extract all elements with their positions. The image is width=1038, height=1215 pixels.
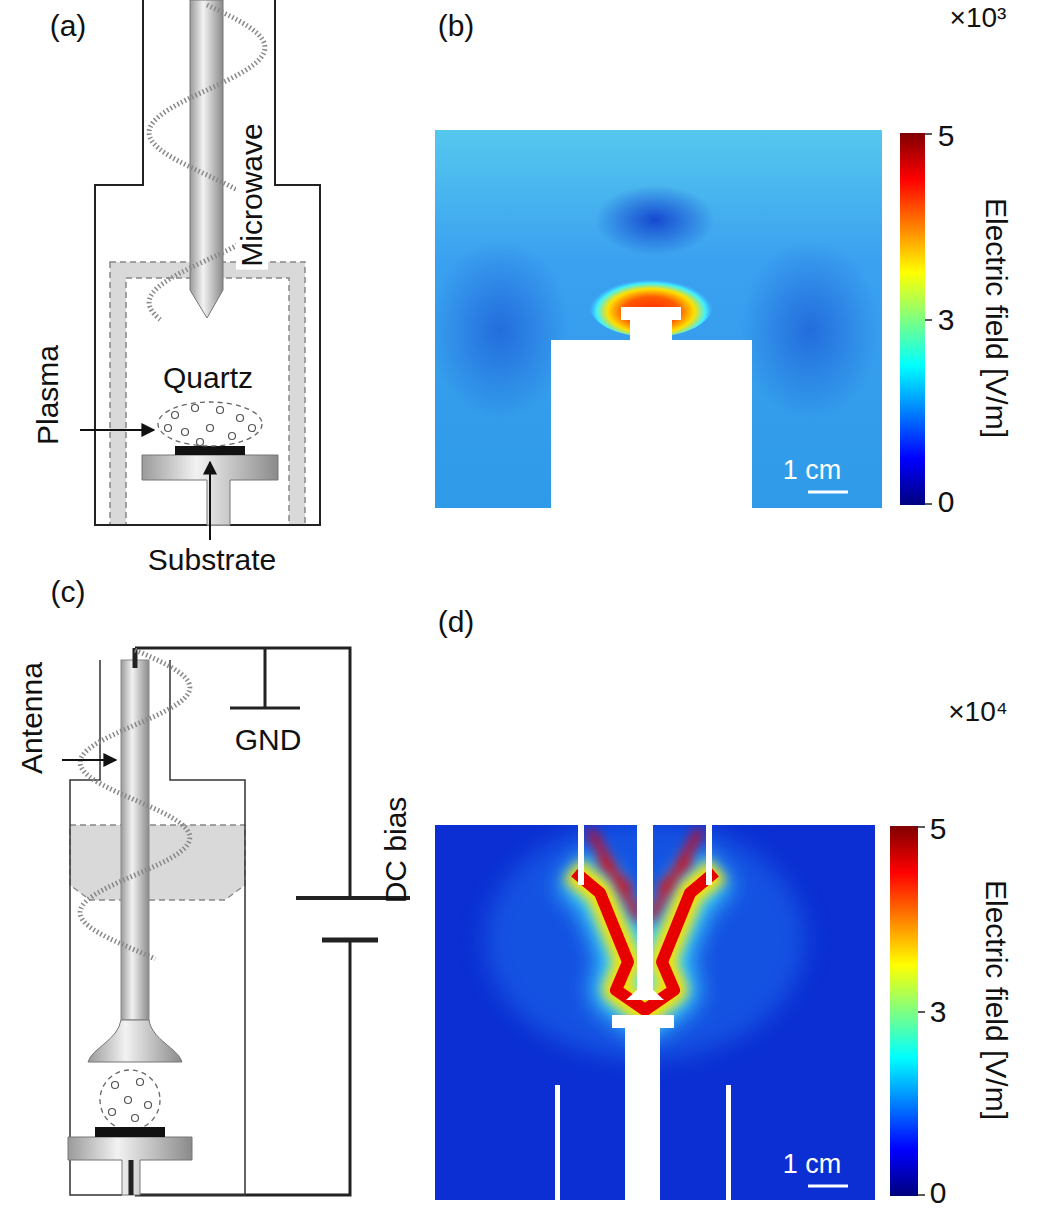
reactor-a	[80, 0, 320, 540]
substrate	[95, 1127, 165, 1137]
substrate	[175, 446, 245, 455]
plasma-dot	[172, 412, 179, 419]
quartz-window	[70, 825, 245, 900]
microwave-rod	[190, 0, 223, 318]
plasma-dot	[182, 429, 189, 436]
field-low	[595, 185, 715, 255]
reactor-c	[62, 648, 410, 1195]
plasma-dot	[192, 405, 199, 412]
leader-arrow	[80, 429, 154, 431]
panel-letter: (c)	[51, 577, 86, 607]
colorbar	[890, 826, 918, 1196]
battery-plate	[322, 938, 378, 943]
antenna-rod	[121, 660, 149, 1020]
scale-label: 1 cm	[783, 1151, 842, 1178]
wave-path	[80, 650, 190, 959]
plasma-cloud	[158, 402, 262, 446]
field-map-d	[435, 825, 875, 1200]
plasma-dot	[207, 425, 214, 432]
scale-bar	[808, 1185, 848, 1188]
cavity-wall	[70, 660, 245, 1195]
field-map-b	[435, 130, 882, 508]
plasma-dot	[197, 439, 204, 446]
tick-label: 0	[938, 487, 955, 517]
leader-arrow	[209, 462, 211, 540]
colorbar-ticks	[918, 827, 925, 1195]
colorbar-scale: ×10⁴	[948, 698, 1008, 726]
scale-label: 1 cm	[783, 457, 842, 484]
tube-wall	[706, 825, 712, 885]
panel-letter: (b)	[438, 11, 475, 41]
tick-label: 0	[930, 1178, 947, 1208]
substrate-holder	[68, 1137, 192, 1195]
colorbar-scale: ×10³	[950, 4, 1007, 32]
part-label: Antenna	[17, 662, 47, 774]
colorbar-ticks	[925, 134, 932, 504]
plasma-dots	[165, 405, 256, 446]
colorbar-title: Electric field [V/m]	[981, 880, 1011, 1120]
part-label: Microwave	[236, 120, 268, 269]
bias-terminal	[129, 1160, 134, 1195]
holder-cutout	[612, 1015, 674, 1200]
tube-wall	[578, 825, 584, 885]
ground-symbol	[230, 648, 300, 708]
plasma-dot	[249, 425, 256, 432]
part-label: DC bias	[381, 797, 411, 904]
cavity-wall	[726, 1085, 731, 1200]
part-label: Plasma	[33, 345, 63, 445]
cavity-wall	[555, 1085, 560, 1200]
colorbar	[900, 133, 925, 505]
bias-wire	[135, 648, 350, 1195]
part-label: Substrate	[148, 545, 276, 575]
microwave-wave	[80, 650, 190, 959]
antenna-lens	[88, 1020, 182, 1062]
holder-cutout	[551, 307, 752, 508]
panel-letter: (d)	[438, 607, 475, 637]
panel-letter: (a)	[50, 11, 87, 41]
plasma-dots	[109, 1079, 152, 1122]
part-label: Quartz	[163, 363, 253, 393]
plasma-dot	[112, 1082, 119, 1089]
tick-label: 3	[938, 305, 955, 335]
plasma-dot	[145, 1102, 152, 1109]
cavity-wall	[95, 0, 320, 525]
colorbar-title: Electric field [V/m]	[981, 198, 1011, 438]
plasma-dot	[109, 1109, 116, 1116]
tick-label: 3	[930, 997, 947, 1027]
plasma-dot	[237, 415, 244, 422]
plasma-dot	[125, 1097, 132, 1104]
plasma-dot	[165, 425, 172, 432]
plasma-dot	[137, 1079, 144, 1086]
plasma-dot	[132, 1115, 139, 1122]
field-low	[740, 240, 880, 420]
antenna-lens	[626, 990, 664, 1000]
tick-label: 5	[938, 121, 955, 151]
scale-bar	[808, 491, 848, 494]
plasma-dot	[229, 433, 236, 440]
part-label: GND	[235, 725, 302, 755]
plasma-dot	[217, 407, 224, 414]
plasma-cloud	[100, 1070, 160, 1130]
antenna-rod	[637, 825, 653, 995]
field-low	[435, 240, 570, 420]
tick-label: 5	[930, 814, 947, 844]
leader-arrow	[62, 759, 116, 761]
